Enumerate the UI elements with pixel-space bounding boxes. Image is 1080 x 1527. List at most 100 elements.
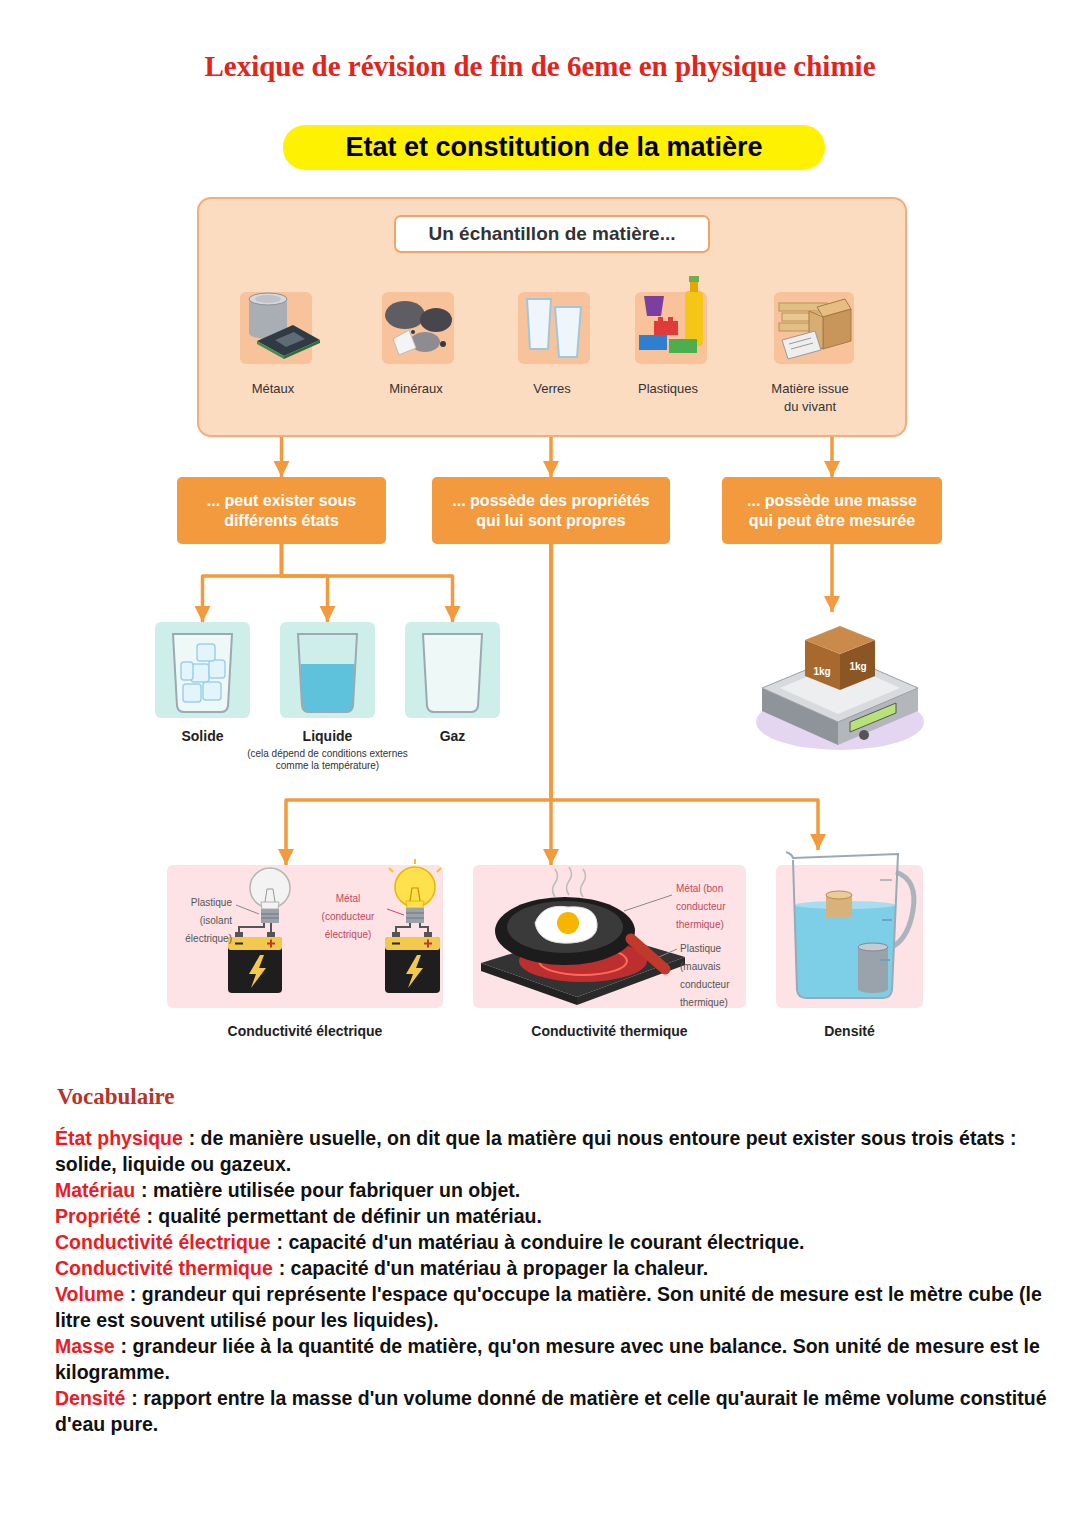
- vocabulary-term: Propriété: [55, 1205, 141, 1227]
- material-icons-part: [420, 308, 452, 332]
- material-label: Métaux: [252, 381, 295, 396]
- density-illustration-part: [826, 891, 852, 899]
- material-icons-part: [255, 295, 281, 303]
- circuit-illustration-part: [387, 909, 404, 915]
- pan-illustration-part: [659, 949, 677, 957]
- material-icons-part: [823, 309, 851, 349]
- pan-illustration-part: [553, 869, 558, 897]
- box-text: ... possède des propriétés qui lui sont …: [452, 491, 650, 531]
- process-box: ... possède une masse qui peut être mesu…: [722, 477, 942, 544]
- definition-row: Conductivité thermique : capacité d'un ma…: [55, 1255, 1050, 1281]
- circuit-illustration-part: [406, 918, 424, 919]
- density-illustration-part: [858, 943, 888, 951]
- circuit-illustration-part: [396, 923, 410, 932]
- callout-label: Plastique (isolant électrique): [185, 897, 232, 944]
- box-text: ... peut exister sous différents états: [197, 491, 366, 531]
- circuit-illustration-part: [261, 902, 279, 909]
- pan-illustration-part: [581, 869, 586, 897]
- water-beaker-part: [298, 634, 357, 712]
- material-icons-part: [527, 299, 551, 349]
- material-icons-part: [654, 321, 678, 335]
- material-icons-part: [668, 317, 673, 321]
- material-icons-part: [789, 338, 811, 344]
- density-illustration-part: [882, 919, 892, 921]
- vocabulary-term: Masse: [55, 1335, 115, 1357]
- definition-row: Propriété: qualité permettant de définir…: [55, 1203, 1050, 1229]
- pan-illustration-part: [535, 906, 597, 943]
- material-icons-part: [639, 335, 667, 350]
- weight-label-holder: 1kg: [807, 661, 837, 679]
- circuit-illustration-part: [410, 888, 420, 901]
- circuit-illustration-part: [261, 914, 279, 915]
- circuit-illustration-part: [261, 909, 279, 923]
- callout-label: Plastique (mauvais conducteur thermique): [680, 943, 729, 1008]
- circuit-illustration-part: [249, 955, 266, 988]
- material-label-holder: Minéraux: [356, 379, 476, 397]
- density-illustration: [776, 850, 923, 1008]
- caption-holder: Gaz: [335, 727, 570, 745]
- material-icons-part: [555, 307, 581, 357]
- caption-holder: Solide: [85, 727, 320, 745]
- material-icons-part: [385, 301, 425, 329]
- circuit-illustration-part: [392, 943, 400, 945]
- callout-label-holder: Plastique (mauvais conducteur thermique): [680, 938, 744, 1010]
- material-icons-part: [257, 341, 284, 359]
- page-title: Lexique de révision de fin de 6eme en ph…: [204, 50, 875, 82]
- circuit-illustration-part: [389, 868, 393, 872]
- ice-beaker: [155, 622, 250, 718]
- circuit-illustration-part: [395, 867, 435, 907]
- pan-illustration-part: [507, 901, 623, 953]
- material-icons-part: [275, 332, 305, 347]
- circuit-illustration-part: [385, 937, 440, 950]
- vocabulary-term: Conductivité thermique: [55, 1257, 273, 1279]
- node-heading: Solide: [85, 727, 320, 745]
- circuit-illustration-part: [420, 923, 428, 932]
- definition-row: État physique: de manière usuelle, on di…: [55, 1125, 1050, 1177]
- state-box: Solide: [155, 622, 250, 718]
- circuit-illustration-part: [228, 937, 282, 950]
- circuit-illustration-part: [406, 908, 424, 923]
- vocabulary-list: État physique: de manière usuelle, on di…: [55, 1125, 1050, 1437]
- callout-label: Métal (conducteur électrique): [322, 893, 375, 940]
- caption-holder: Conductivité électrique: [97, 1022, 513, 1040]
- circuit-illustration-part: [270, 923, 272, 932]
- header-text: Un échantillon de matière...: [428, 223, 675, 245]
- node-heading: Conductivité électrique: [97, 1022, 513, 1040]
- empty-beaker: [405, 622, 500, 718]
- material-icons-part: [782, 331, 821, 359]
- connector-arrow: [830, 437, 834, 477]
- density-illustration-part: [776, 865, 923, 1008]
- pan-illustration-part: [557, 912, 579, 934]
- water-beaker: [280, 622, 375, 718]
- connector-arrow: [203, 544, 282, 622]
- density-illustration-part: [858, 947, 888, 989]
- circuit-illustration-part: [235, 943, 243, 945]
- node-heading: Liquide: [210, 727, 445, 745]
- water-beaker-part: [301, 664, 355, 712]
- pan-illustration-part: [495, 897, 635, 965]
- node-note: (cela dépend de conditions externes comm…: [233, 748, 423, 772]
- section-heading-holder: Etat et constitution de la matière: [283, 125, 825, 170]
- callout-label-holder: Métal (bon conducteur thermique): [676, 878, 744, 932]
- vocabulary-definition: : capacité d'un matériau à propager la c…: [279, 1257, 708, 1279]
- vocabulary-term: Volume: [55, 1283, 124, 1305]
- connector-arrow: [282, 544, 453, 622]
- vocabulary-definition: : grandeur qui représente l'espace qu'oc…: [55, 1283, 1042, 1331]
- density-illustration-part: [795, 905, 896, 998]
- callout-label-holder: Plastique (isolant électrique): [170, 892, 232, 946]
- material-label: Minéraux: [389, 381, 442, 396]
- circuit-illustration-part: [406, 955, 423, 988]
- material-icons-part: [774, 292, 854, 364]
- ice-beaker-part: [181, 662, 193, 680]
- circuit-illustration-part: [270, 940, 272, 948]
- ice-beaker-part: [173, 634, 232, 712]
- material-icons-part: [689, 276, 699, 282]
- density-illustration-part: [786, 852, 898, 998]
- caption-holder: Liquide (cela dépend de conditions extern…: [210, 727, 445, 772]
- caption-holder: Densité: [706, 1022, 993, 1040]
- material-icons-part: [685, 291, 703, 346]
- property-box: Densité: [776, 850, 923, 1008]
- box-text: ... possède une masse qui peut être mesu…: [742, 491, 922, 531]
- material-icons-part: [518, 292, 590, 364]
- connector-arrow: [282, 544, 328, 622]
